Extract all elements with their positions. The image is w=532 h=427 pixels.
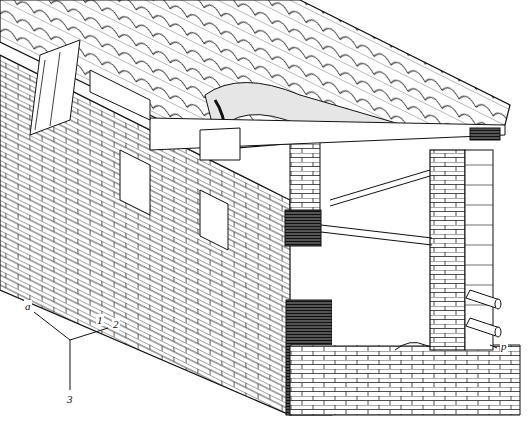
axis-cross	[34, 312, 108, 390]
pipe	[466, 290, 501, 337]
wall-niche	[120, 150, 150, 215]
beam-section	[285, 210, 321, 246]
wall-niche	[200, 190, 228, 250]
back-wall	[290, 140, 320, 210]
axis-label: a	[24, 300, 32, 312]
axis-label: 1	[96, 314, 104, 326]
tie-rod	[330, 170, 430, 206]
axis-label: p	[500, 340, 508, 352]
wall-plate	[90, 70, 150, 120]
dormer-board	[30, 40, 80, 135]
tiled-roof	[0, 0, 510, 150]
tie-rod	[321, 225, 432, 245]
pier	[430, 150, 465, 350]
purlin	[470, 128, 500, 140]
axis-label: 3	[66, 393, 74, 405]
axis-label: 2	[112, 318, 120, 330]
rafter	[200, 128, 240, 160]
floor-wall	[290, 345, 520, 415]
